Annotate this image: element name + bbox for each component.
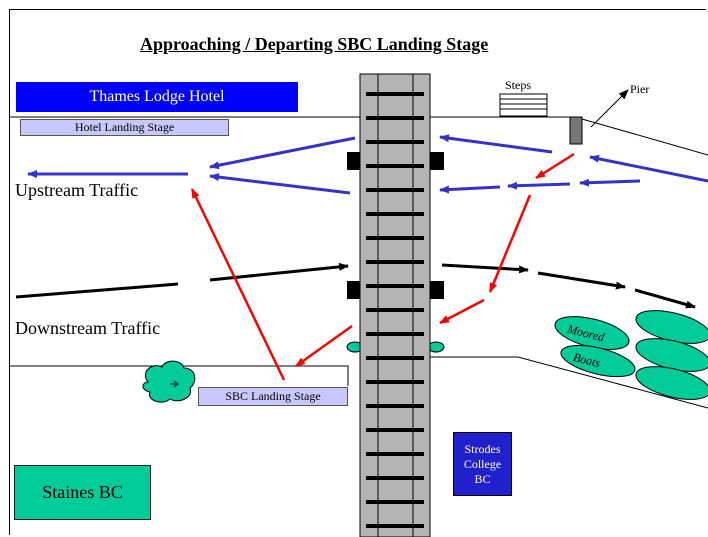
strodes-line: College (463, 457, 502, 471)
diagram-frame (9, 9, 706, 535)
upstream-arrow (589, 154, 708, 183)
strodes-line: BC (474, 472, 491, 486)
downstream-arrow (15, 282, 179, 299)
downstream-arrow (441, 263, 529, 274)
downstream-arrow (537, 271, 626, 290)
upstream-arrow (209, 136, 356, 170)
downstream-arrow (634, 288, 696, 309)
thames-lodge-hotel: Thames Lodge Hotel (16, 82, 298, 112)
departure-arrow (190, 188, 286, 381)
downstream-arrow (209, 262, 349, 282)
steps-label: Steps (505, 78, 532, 92)
upstream-arrow (439, 134, 553, 154)
railway-bridge (359, 73, 431, 537)
approach-arrow (535, 152, 575, 180)
diagram-title: Approaching / Departing SBC Landing Stag… (140, 34, 489, 54)
strodes-line: Strodes (464, 442, 501, 456)
bridge-pier-block (347, 152, 361, 170)
north-bank-slope (574, 116, 708, 156)
moored-boats (554, 310, 708, 400)
upstream-arrow (439, 185, 501, 194)
south-bank-right (430, 356, 708, 409)
bridge-pier-block (347, 281, 361, 299)
steps-icon (499, 93, 548, 117)
bridge-pier-block (430, 152, 444, 170)
approach-arrow (488, 194, 532, 293)
pier-pointer (590, 89, 629, 128)
approach-arrow (295, 324, 353, 368)
downstream-traffic-label: Downstream Traffic (15, 318, 161, 338)
upstream-arrow (579, 178, 641, 187)
upstream-arrow (209, 173, 351, 195)
approach-arrows (190, 152, 575, 381)
hotel-landing-stage: Hotel Landing Stage (20, 119, 229, 136)
strodes-college-bc: Strodes College BC (453, 432, 512, 496)
south-bank-left (9, 365, 349, 386)
downstream-traffic-arrows (15, 262, 696, 309)
upstream-traffic-label: Upstream Traffic (15, 180, 139, 200)
pier-icon (569, 116, 583, 145)
sbc-landing-stage: SBC Landing Stage (198, 387, 348, 406)
bush-icon (142, 360, 196, 403)
staines-bc: Staines BC (14, 465, 151, 520)
approach-arrow (439, 298, 485, 325)
bridge-pier-block (430, 281, 444, 299)
upstream-traffic-arrows (27, 134, 708, 195)
pier-label: Pier (630, 82, 650, 96)
upstream-arrow (507, 181, 571, 190)
